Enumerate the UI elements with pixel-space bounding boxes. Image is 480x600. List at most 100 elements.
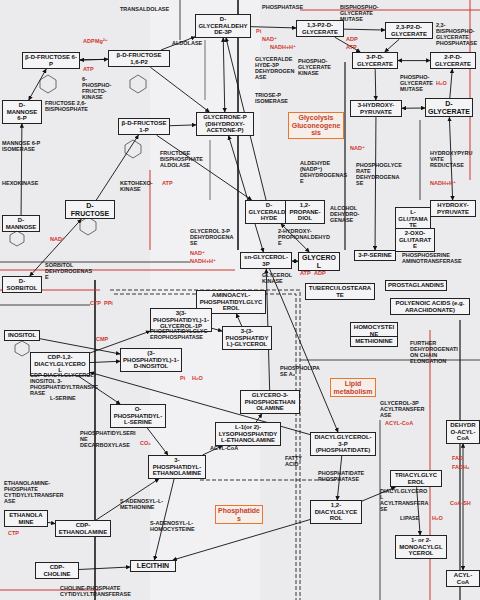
cofactor-label: CO₂ xyxy=(140,440,156,446)
compound-box: PROSTAGLANDINS xyxy=(385,280,447,291)
enzyme-label: ALDOLASE xyxy=(172,40,206,46)
red-line xyxy=(430,330,431,600)
sugar-ring xyxy=(130,75,146,93)
cofactor-label: NAD⁺ xyxy=(350,145,368,151)
node-text: 1,2-DIACYLGLYCEROL xyxy=(313,502,359,522)
node-text: 3-P-D-GLYCERATE xyxy=(355,54,395,67)
cofactor-label: ACYL-CoA xyxy=(385,420,415,426)
compound-box: GLYCERO-3-PHOSPHOETHANOLAMINE xyxy=(240,390,300,414)
enzyme-label: PHOSPHOLIPASE A₂ xyxy=(280,365,320,377)
compound-box: CDP-ETHANOLAMINE xyxy=(55,520,111,537)
enzyme-label: PHOSPHO-GLYCERATE KINASE xyxy=(298,58,344,76)
compound-box: LECITHIN xyxy=(130,560,176,572)
enzyme-label: TRANSALDOLASE xyxy=(120,6,170,12)
reaction-arrow xyxy=(170,124,196,126)
node-text: Phosphatides xyxy=(218,507,260,522)
enzyme-label: PHOSPHOSERINE AMINOTRANSFERASE xyxy=(402,252,462,264)
reaction-arrow xyxy=(48,522,55,523)
compound-box: (3-PHOSPHATIDYL)-1-D-INOSITOL xyxy=(120,348,182,372)
thin-line xyxy=(180,0,181,40)
node-text: 2-P-D-GLYCERATE xyxy=(433,54,473,67)
compound-box: INOSITOL xyxy=(4,330,40,341)
cofactor-label: Pi xyxy=(256,28,266,34)
compound-box: METHIONINE xyxy=(350,336,398,347)
sugar-ring xyxy=(40,75,56,93)
node-text: D-GLYCERATE xyxy=(428,100,470,115)
node-text: β-D-FRUCTOSE 1-P xyxy=(121,120,167,133)
section-box: Phosphatides xyxy=(215,505,263,524)
reaction-arrow xyxy=(150,67,209,112)
compound-box: 1,3-P2-D-GLYCERATE xyxy=(296,20,344,37)
compound-box: HYDROXY-PYRUVATE xyxy=(430,200,476,217)
compound-box: 2-OXO-GLUTARATE xyxy=(395,228,435,252)
node-text: (3-PHOSPHATIDYL)-1-D-INOSITOL xyxy=(123,350,179,370)
node-text: TUBERCULOSTEARATE xyxy=(308,285,372,298)
node-text: 1,2-PROPANE-DIOL xyxy=(288,202,322,222)
compound-box: 3-P-D-GLYCERATE xyxy=(352,52,398,69)
node-text: 2-OXO-GLUTARATE xyxy=(398,230,432,250)
node-text: PROSTAGLANDINS xyxy=(388,282,444,289)
cofactor-label: ADP xyxy=(83,38,97,44)
enzyme-label: LIPASE xyxy=(400,515,430,521)
compound-box: 1,2-DIACYLGLYCEROL xyxy=(310,500,362,524)
compound-box: TRIACYLGLYCEROL xyxy=(390,470,442,487)
node-text: TRIACYLGLYCEROL xyxy=(393,472,439,485)
compound-box: D-MANNOSE xyxy=(2,215,40,232)
reaction-arrow xyxy=(375,117,377,250)
node-text: D-MANNOSE 6-P xyxy=(5,102,39,122)
cofactor-label: H₂O xyxy=(436,80,452,86)
node-text: 3-P-SERINE xyxy=(357,252,393,259)
reaction-arrow xyxy=(154,479,174,560)
cofactor-label: Mg²⁺ xyxy=(95,38,109,44)
compound-box: 3-P-SERINE xyxy=(354,250,396,261)
node-text: GLYCERONE-P (DIHYDROXY-ACETONE-P) xyxy=(199,114,251,134)
node-text: Glycolysis Gluconeogenesis xyxy=(291,114,341,137)
node-text: DEHYDRO-ACYL-CoA xyxy=(449,422,477,442)
cofactor-label: ADP xyxy=(314,270,328,276)
reaction-arrow xyxy=(344,29,385,31)
compound-box: 3-PHOSPHATIDYL-ETHANOLAMINE xyxy=(148,455,206,479)
node-text: 3-PHOSPHATIDYL-ETHANOLAMINE xyxy=(151,457,203,477)
node-text: D-GLYCERALDEHYDE-3P xyxy=(198,16,248,36)
reaction-arrow xyxy=(251,27,296,28)
enzyme-label: L-SERINE xyxy=(50,395,86,401)
enzyme-label: PHOSPHATIDYLSERINE DECARBOXYLASE xyxy=(80,430,136,448)
node-text: CDP-1,2-DIACYLGLYCEROL xyxy=(33,354,87,374)
reaction-arrow xyxy=(212,328,222,331)
cofactor-label: FADH₂ xyxy=(452,464,472,470)
enzyme-label: GLYCEROL-3P ACYLTRANSFERASE xyxy=(380,400,428,418)
enzyme-label: TRIOSE-P ISOMERASE xyxy=(255,92,289,104)
enzyme-label: FATTY ACID xyxy=(285,455,315,467)
compound-box: D-FRUCTOSE xyxy=(65,200,115,219)
cofactor-label: CTP xyxy=(90,300,104,306)
enzyme-label: BISPHOSPHO-GLYCERATE MUTASE xyxy=(340,4,386,22)
compound-box: 3-(3-PHOSPHATIDYL)-GLYCEROL xyxy=(222,326,272,350)
cofactor-label: CoA-SH xyxy=(450,500,478,506)
node-text: GLYCERO-3-PHOSPHOETHANOLAMINE xyxy=(243,392,297,412)
enzyme-label: ALDEHYDE (NADP⁺) DEHYDROGENASE xyxy=(300,160,350,184)
node-text: GLYCEROL xyxy=(301,254,337,269)
compound-box: CDP-CHOLINE xyxy=(35,562,79,579)
compound-box: O-PHOSPHATIDYL-L-SERINE xyxy=(110,404,166,428)
compound-box: 3-HYDROXY-PYRUVATE xyxy=(350,100,402,117)
node-text: O-PHOSPHATIDYL-L-SERINE xyxy=(113,406,163,426)
compound-box: β-D-FRUCTOSE 1-P xyxy=(118,118,170,135)
enzyme-label: DIACYLGLYCEROL ACYLTRANSFERASE xyxy=(380,488,430,512)
enzyme-label: PHOSPHATIDYLGLYCEROPHOSPHATASE xyxy=(150,328,210,340)
node-text: β-D-FRUCTOSE 6-P xyxy=(25,54,77,67)
compound-box: ETHANOLAMINE xyxy=(4,510,48,527)
thin-line xyxy=(0,262,190,263)
enzyme-label: GLYCERALDEHYDE-3P DEHYDROGENASE xyxy=(255,56,295,80)
reaction-arrow xyxy=(80,59,108,61)
section-box: Lipid metabolism xyxy=(330,378,376,397)
node-text: DIACYLGLYCEROL-3-P (PHOSPHATIDATE) xyxy=(313,434,373,454)
reaction-arrow xyxy=(450,69,452,98)
cofactor-label: NADH+H⁺ xyxy=(430,180,458,186)
cofactor-label: ADP xyxy=(346,36,360,42)
compound-box: TUBERCULOSTEARATE xyxy=(305,283,375,300)
section-box: Glycolysis Gluconeogenesis xyxy=(288,112,344,139)
enzyme-label: S-ADENOSYL-L-METHIONINE xyxy=(120,498,170,510)
enzyme-label: KETOHEXO-KINASE xyxy=(120,180,160,192)
